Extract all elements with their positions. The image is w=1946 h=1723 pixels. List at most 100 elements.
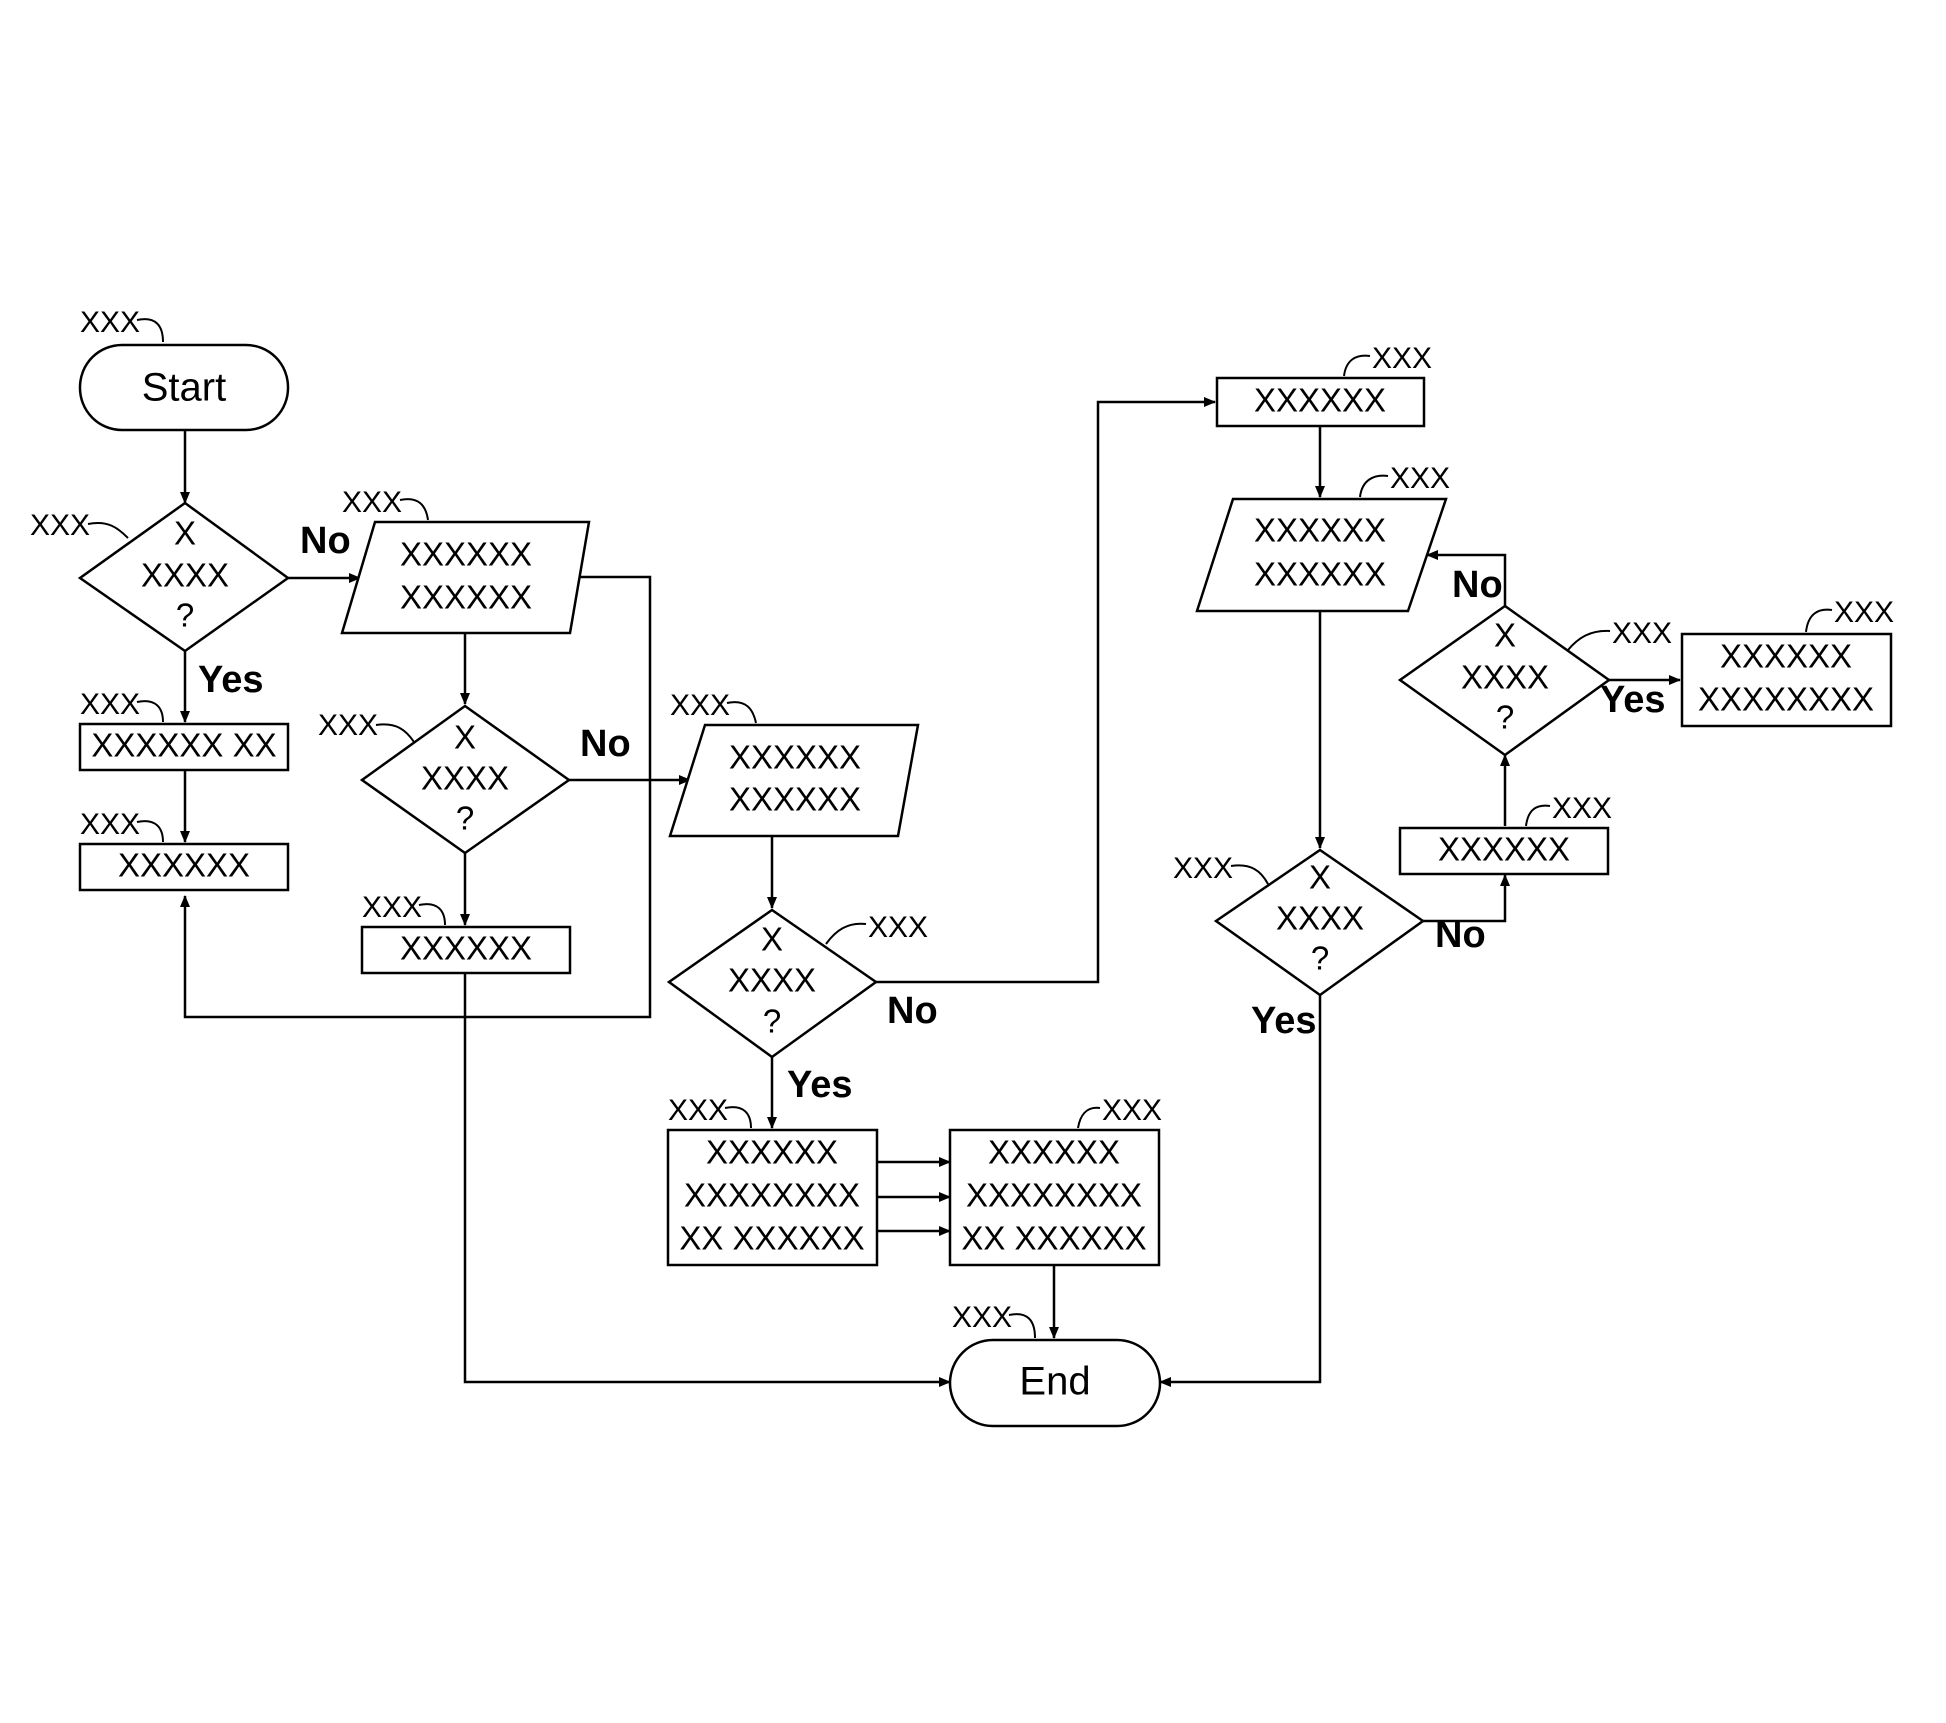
decision-3-shape: [666, 908, 879, 1059]
process-8: XXXXXX: [1398, 826, 1610, 876]
decision-4-line1: X: [1309, 859, 1331, 896]
process-5-line3: XX XXXXXX: [961, 1220, 1146, 1257]
process-7-shape: [1680, 632, 1893, 728]
ref-label-io3: XXX: [1390, 462, 1450, 495]
process-7-line1: XXXXXX: [1720, 638, 1852, 675]
end-terminal: End: [948, 1338, 1162, 1428]
ref-label-process2: XXX: [80, 808, 140, 841]
branch-label-d5-yes: Yes: [1600, 679, 1666, 721]
branch-label-d5-no: No: [1452, 564, 1503, 606]
ref-label-end: XXX: [952, 1301, 1012, 1334]
io-1-shape: [340, 520, 591, 635]
connector-io1-loop-to-process2: [180, 575, 652, 1019]
io-2-line1: XXXXXX: [729, 739, 861, 776]
process-4-line1: XXXXXX: [706, 1134, 838, 1171]
process-6: XXXXXX: [1215, 376, 1426, 428]
ref-label-decision2: XXX: [318, 709, 378, 742]
process-4-shape: [666, 1128, 879, 1267]
decision-4-line2: XXXX: [1276, 900, 1364, 937]
ref-leader-process8: [1525, 804, 1551, 827]
process-6-label: XXXXXX: [1254, 382, 1386, 419]
ref-leader-decision4: [1230, 864, 1269, 885]
process-3: XXXXXX: [360, 925, 572, 975]
io-1-line2: XXXXXX: [400, 579, 532, 616]
branch-label-d2-no: No: [580, 723, 631, 765]
process-5-line2: XXXXXXXX: [966, 1177, 1142, 1214]
ref-label-process5: XXX: [1102, 1094, 1162, 1127]
ref-label-process3: XXX: [362, 891, 422, 924]
process-7-line2: XXXXXXXX: [1698, 681, 1874, 718]
process-2-label: XXXXXX: [118, 847, 250, 884]
ref-leader-process4: [724, 1106, 752, 1129]
process-8-shape: [1398, 826, 1610, 876]
ref-leader-io3: [1359, 474, 1389, 498]
io-1-line1: XXXXXX: [400, 536, 532, 573]
decision-2-line1: X: [454, 719, 476, 756]
decision-5-line1: X: [1494, 617, 1516, 654]
ref-leader-decision2: [375, 723, 415, 743]
ref-label-io2: XXX: [670, 689, 730, 722]
io-3: XXXXXX XXXXXX: [1195, 497, 1448, 613]
ref-leader-process1: [136, 700, 164, 723]
ref-label-decision4: XXX: [1173, 852, 1233, 885]
decision-2-shape: [359, 704, 572, 855]
process-4-line2: XXXXXXXX: [684, 1177, 860, 1214]
decision-4-line3: ?: [1311, 940, 1329, 977]
process-4: XXXXXX XXXXXXXX XX XXXXXX: [666, 1128, 879, 1267]
decision-3-line1: X: [761, 921, 783, 958]
process-3-shape: [360, 925, 572, 975]
branch-labels: No Yes No No Yes No Yes No Yes: [198, 520, 1666, 1106]
process-5-line1: XXXXXX: [988, 1134, 1120, 1171]
end-terminal-shape: [948, 1338, 1162, 1428]
branch-label-d4-no: No: [1435, 914, 1486, 956]
branch-label-d1-yes: Yes: [198, 659, 264, 701]
decision-2: X XXXX ?: [359, 704, 572, 855]
connector-decision4-yes-to-end: [1159, 995, 1322, 1387]
branch-label-d1-no: No: [300, 520, 351, 562]
process-5: XXXXXX XXXXXXXX XX XXXXXX: [948, 1128, 1161, 1267]
io-2: XXXXXX XXXXXX: [668, 723, 920, 838]
ref-leader-decision1: [87, 522, 129, 539]
ref-label-decision3: XXX: [868, 911, 928, 944]
ref-leader-process5: [1077, 1106, 1101, 1129]
end-label: End: [1019, 1360, 1090, 1404]
ref-leader-process6: [1343, 354, 1371, 377]
start-terminal-shape: [78, 343, 290, 432]
ref-leader-end: [1008, 1313, 1036, 1339]
decision-1-shape: [77, 501, 291, 653]
ref-label-process8: XXX: [1552, 792, 1612, 825]
ref-label-process4: XXX: [668, 1094, 728, 1127]
io-2-line2: XXXXXX: [729, 781, 861, 818]
connector-process3-to-end: [463, 973, 951, 1387]
decision-4: X XXXX ?: [1213, 848, 1426, 997]
ref-leader-process7: [1805, 608, 1833, 633]
ref-label-decision1: XXX: [30, 509, 90, 542]
reference-labels: XXX XXX XXX XXX XXX XXX XXX XXX XXX XXX …: [30, 306, 1894, 1339]
branch-label-d3-yes: Yes: [787, 1064, 853, 1106]
branch-label-d4-yes: Yes: [1251, 1000, 1317, 1042]
decision-3-line2: XXXX: [728, 962, 816, 999]
ref-leader-process2: [136, 820, 164, 843]
io-3-shape: [1195, 497, 1448, 613]
process-4-line3: XX XXXXXX: [679, 1220, 864, 1257]
io-3-line1: XXXXXX: [1254, 512, 1386, 549]
decision-4-shape: [1213, 848, 1426, 997]
decision-5-line2: XXXX: [1461, 659, 1549, 696]
ref-leader-io1: [399, 498, 429, 521]
process-2-shape: [78, 842, 290, 892]
process-5-shape: [948, 1128, 1161, 1267]
decision-5-line3: ?: [1496, 699, 1514, 736]
connectors: [180, 397, 1681, 1387]
ref-label-process1: XXX: [80, 688, 140, 721]
start-label: Start: [142, 366, 226, 410]
start-terminal: Start: [78, 343, 290, 432]
decision-1-line1: X: [174, 515, 196, 552]
decision-1-line3: ?: [176, 597, 194, 634]
process-1: XXXXXX XX: [78, 722, 290, 772]
io-3-line2: XXXXXX: [1254, 556, 1386, 593]
ref-label-io1: XXX: [342, 486, 402, 519]
process-2: XXXXXX: [78, 842, 290, 892]
branch-label-d3-no: No: [887, 990, 938, 1032]
decision-3: X XXXX ?: [666, 908, 879, 1059]
